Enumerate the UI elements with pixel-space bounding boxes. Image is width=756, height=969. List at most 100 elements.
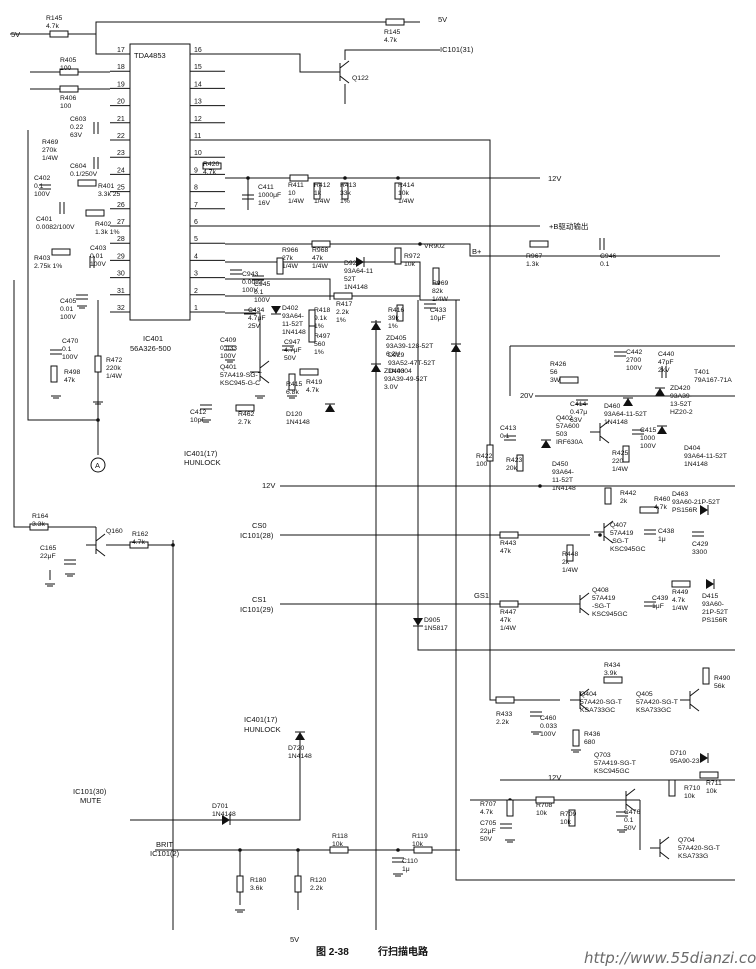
r418-label-1: 9.1k — [314, 315, 327, 322]
r707-label-0: R707 — [480, 801, 496, 808]
c943-label-0: C943 — [242, 271, 258, 278]
net-cs1-source: IC101(29) — [240, 605, 274, 614]
q404-label-1: 57A420-SG-T — [580, 699, 622, 706]
r710-label-1: 10k — [684, 793, 696, 800]
ic401-left-pin-28: 28 — [117, 236, 125, 243]
r967-label-0: R967 — [526, 253, 542, 260]
q704-label-0: Q704 — [678, 837, 695, 844]
c110-label-0: C110 — [402, 858, 418, 865]
d720-label-0: D720 — [288, 745, 304, 752]
r417-label-2: 1% — [336, 317, 346, 324]
r411-label-2: 1/4W — [288, 198, 304, 205]
q122-label-0: Q122 — [352, 75, 369, 82]
c460-label-0: C460 — [540, 715, 556, 722]
ic401-left-pin-31: 31 — [117, 288, 125, 295]
ic401-left-pin-26: 26 — [117, 202, 125, 209]
r412-label-1: 1k — [314, 190, 322, 197]
r119-label-1: 10k — [412, 841, 424, 848]
d929-label-0: D929 — [388, 352, 404, 359]
c429-label-0: C429 — [692, 541, 708, 548]
q408-label-3: KSC945GC — [592, 611, 628, 618]
c705-label-0: C705 — [480, 820, 496, 827]
d402-label-1: 93A64- — [282, 313, 304, 320]
c409-label-1: 0.033 — [220, 345, 237, 352]
r164-label-1: 3.3k — [32, 521, 45, 528]
net-brit-source: IC101(2) — [150, 849, 180, 858]
q407-label-3: KSC945GC — [610, 546, 646, 553]
c476-label-1: 0.1 — [624, 817, 634, 824]
c438-label-0: C438 — [658, 528, 674, 535]
r460-label-1: 4.7k — [654, 504, 667, 511]
net-cs0: CS0 — [252, 521, 267, 530]
c604-label-1: 0.1/250V — [70, 171, 98, 178]
r436-label-0: R436 — [584, 731, 600, 738]
c405-label-1: 0.01 — [60, 306, 73, 313]
r145a-label-0: R145 — [46, 15, 62, 22]
zd405-label-0: ZD405 — [386, 335, 407, 342]
r497-label-1: 560 — [314, 341, 326, 348]
c947-label-1: 4.7μF — [284, 347, 302, 354]
r416-label-0: R416 — [388, 307, 404, 314]
r414-label-0: R414 — [398, 182, 414, 189]
r972-label-1: 10k — [404, 261, 416, 268]
r418-label-0: R418 — [314, 307, 330, 314]
r967-label-1: 1.3k — [526, 261, 539, 268]
r414-label-1: 10k — [398, 190, 410, 197]
d701-label-1: 1N4148 — [212, 811, 236, 818]
r405-label-1: 100 — [60, 65, 72, 72]
c414-label-1: 0.47μ — [570, 409, 587, 416]
d415-label-2: 21P-52T — [702, 609, 728, 616]
d415-label-0: D415 — [702, 593, 718, 600]
zd403-label-2: 3.0V — [384, 384, 398, 391]
net-12v-low: 12V — [548, 773, 561, 782]
zd403-label-0: ZD403 — [384, 368, 405, 375]
r490-label-1: 56k — [714, 683, 726, 690]
d404-label-0: D404 — [684, 445, 700, 452]
c409-label-0: C409 — [220, 337, 236, 344]
c440-label-1: 47pF — [658, 359, 674, 366]
ic401-block: TDA4853 IC401 56A326-500 — [129, 43, 191, 353]
r403-label-1: 2.75k 1% — [34, 263, 62, 270]
d450-label-0: D450 — [552, 461, 568, 468]
c165-label-0: C165 — [40, 545, 56, 552]
ic401-left-pin-21: 21 — [117, 116, 125, 123]
ic401-right-pin-3: 3 — [194, 271, 198, 278]
ic401-right-pin-1: 1 — [194, 305, 198, 312]
r498-label-1: 47k — [64, 377, 76, 384]
q402-label-1: 57A600 — [556, 423, 580, 430]
net-12v-right: 12V — [548, 174, 561, 183]
r469-label-1: 270k — [42, 147, 57, 154]
r433-label-1: 2.2k — [496, 719, 509, 726]
d927-label-3: 1N4148 — [344, 284, 368, 291]
r472-label-0: R472 — [106, 357, 122, 364]
r469-label-0: R469 — [42, 139, 58, 146]
r426-label-1: 56 — [550, 369, 558, 376]
r709-label-1: 10k — [560, 819, 572, 826]
